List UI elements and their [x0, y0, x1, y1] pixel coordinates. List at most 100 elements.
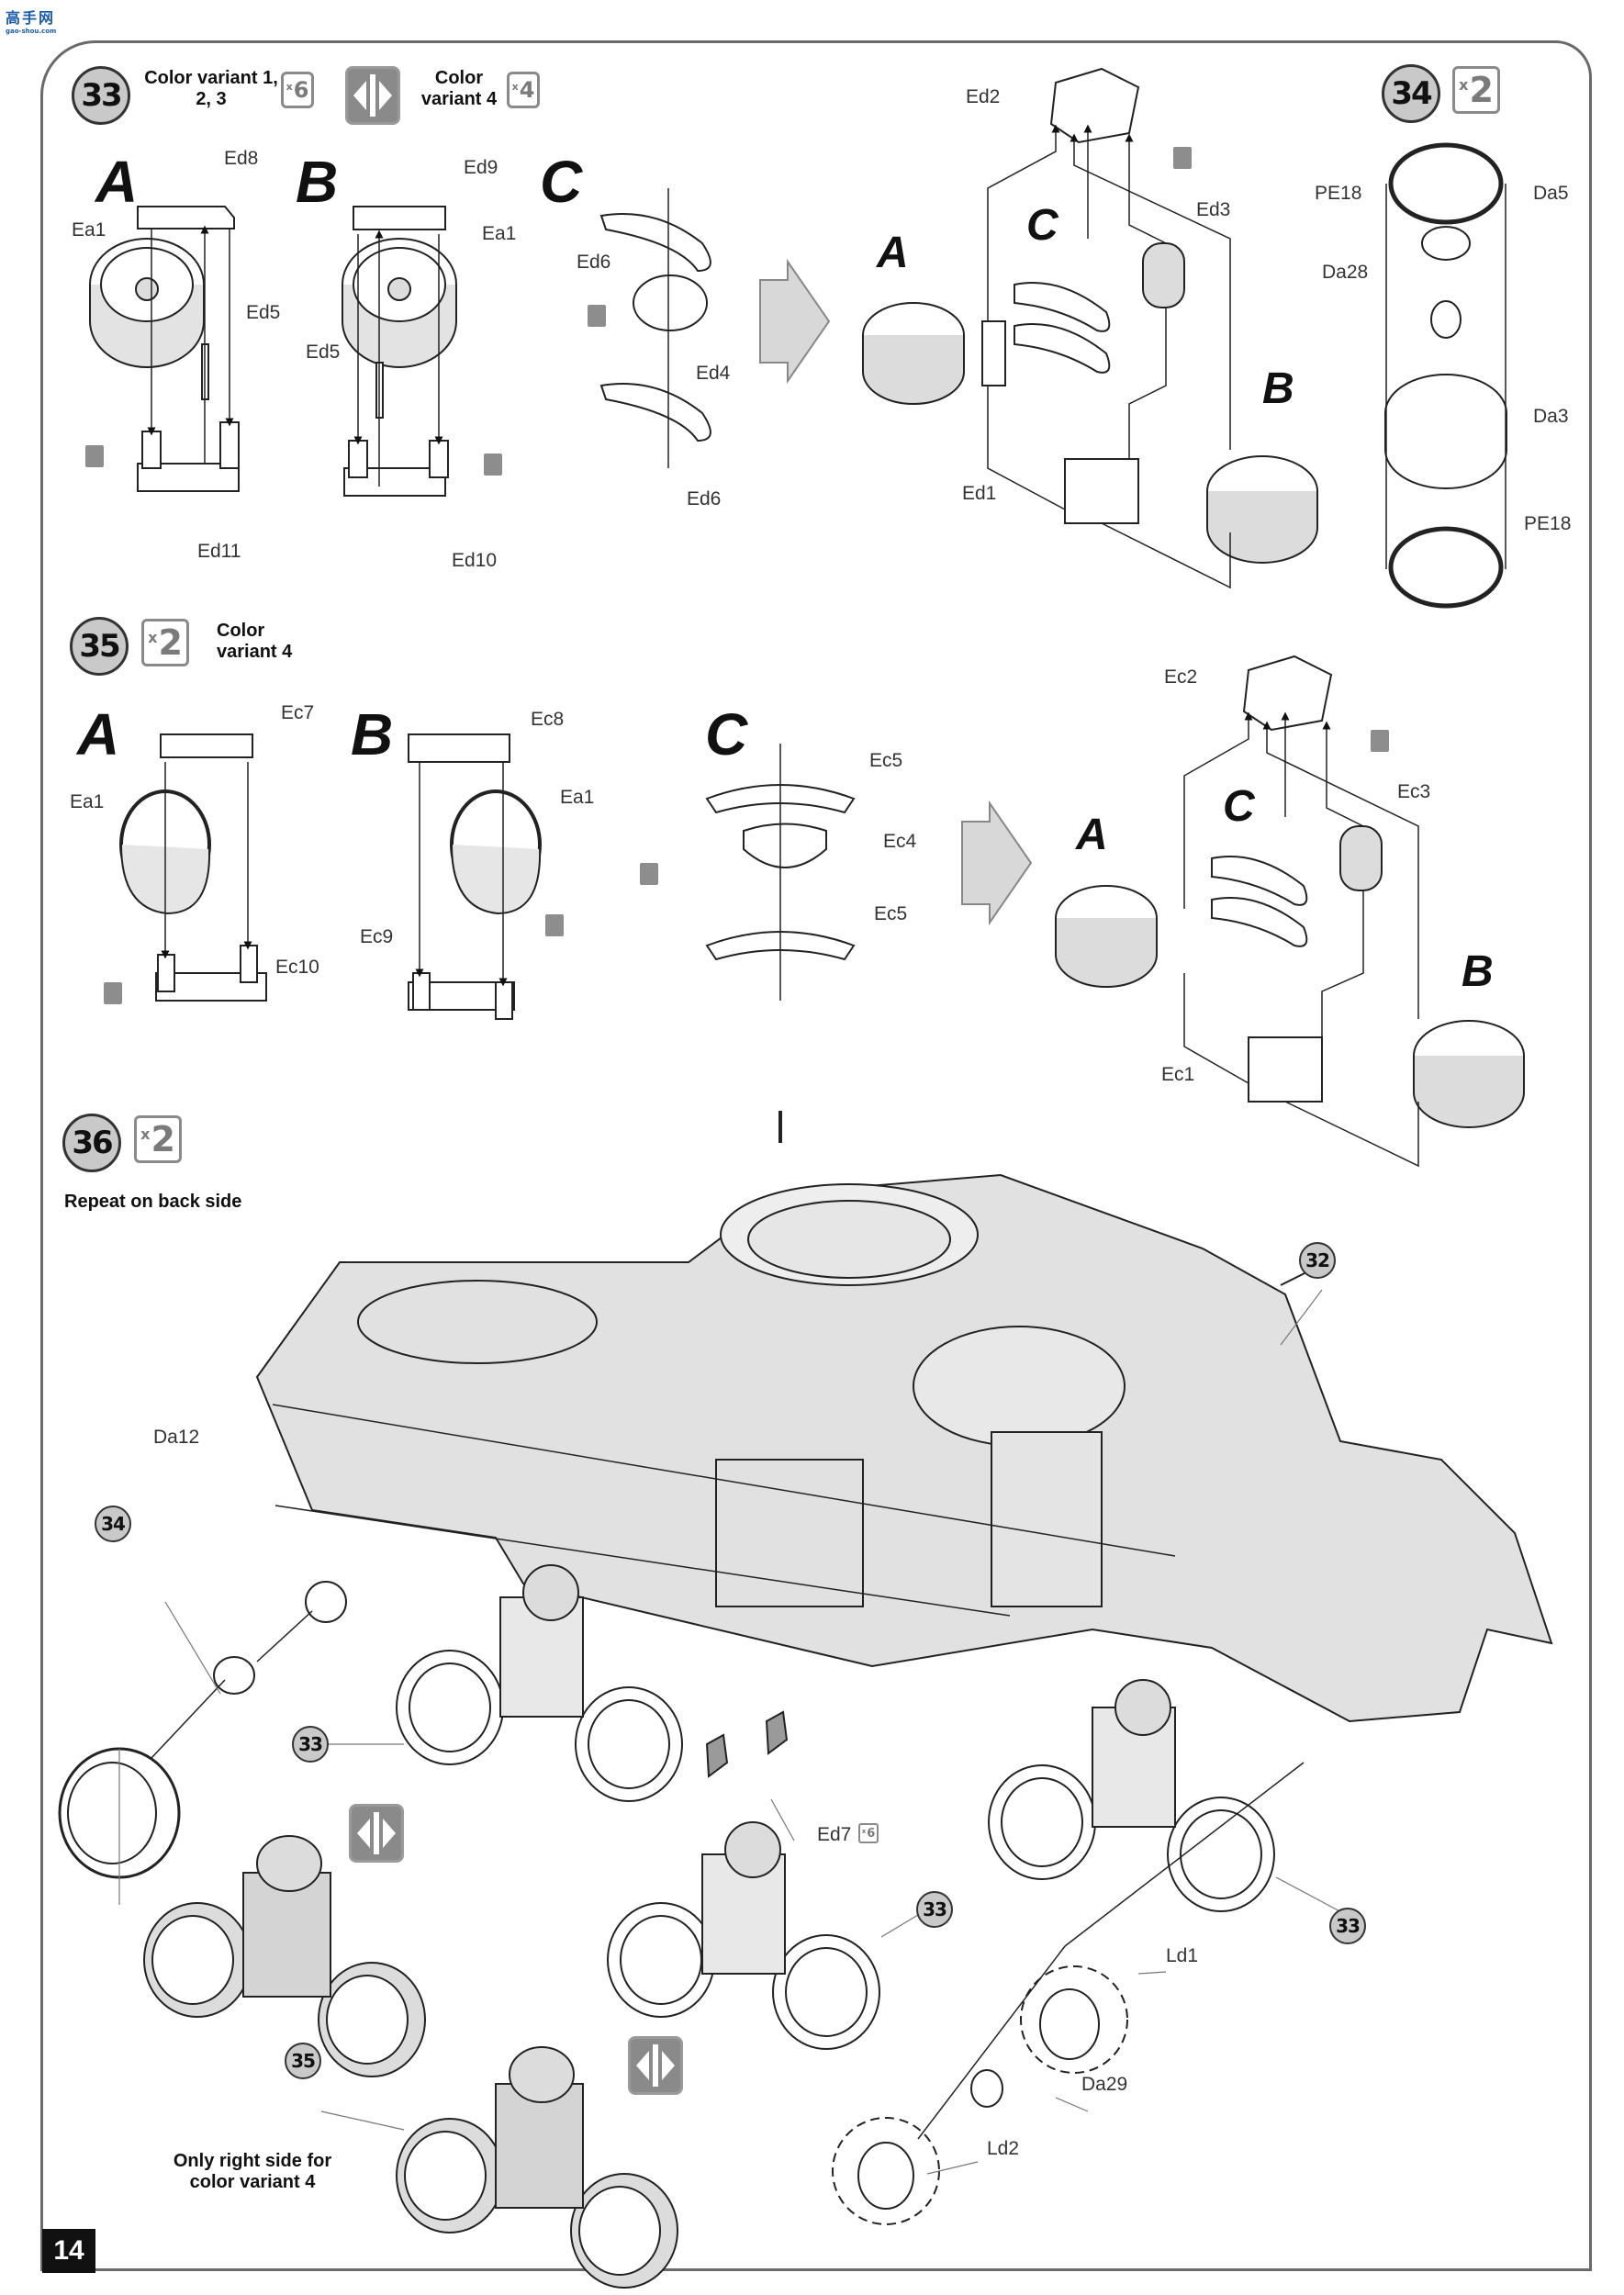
part-label: PE18 — [1315, 183, 1362, 204]
sprockets-drawing — [151, 1610, 1305, 2225]
mirror-assembly-icon — [628, 2036, 683, 2095]
qty-value: 2 — [151, 1119, 175, 1159]
sub-step-letter: B — [351, 701, 394, 767]
page-frame — [40, 40, 1592, 2271]
part-label: Ed9 — [464, 157, 498, 178]
part-label: Ld2 — [987, 2138, 1020, 2159]
part-label: Da5 — [1533, 183, 1569, 204]
glue-icon — [85, 445, 104, 467]
glue-icon — [545, 914, 564, 936]
part-label: Ed10 — [452, 550, 498, 571]
tank-hull-drawing — [255, 1111, 1553, 1723]
step-36-badge: 36 — [62, 1114, 121, 1172]
ed7-plates-drawing — [705, 1710, 789, 1778]
step35-assembly-drawing — [1055, 655, 1525, 1168]
step35-bogies-drawing — [143, 1835, 678, 2289]
assembly-letter: A — [1076, 811, 1108, 859]
sub-step-letter: B — [296, 149, 339, 215]
mirror-assembly-icon — [345, 66, 400, 125]
step33-a-drawing — [89, 206, 240, 492]
glue-icon — [484, 453, 502, 476]
assembly-letter: A — [877, 229, 909, 277]
part-label: Ed4 — [696, 363, 731, 384]
next-step-arrow-icon-2 — [961, 800, 1033, 926]
part-label: Da12 — [153, 1427, 200, 1448]
part-label: Ed5 — [306, 341, 341, 363]
part-label: Ea1 — [482, 223, 517, 244]
part-label: Ed7 — [817, 1824, 852, 1845]
step34-drawing — [1384, 142, 1507, 609]
part-label: Ec3 — [1397, 781, 1431, 802]
part-label: Ec8 — [531, 709, 565, 730]
step-33-variant-b-label: Color variant 4 — [420, 68, 498, 109]
assembly-letter: C — [1026, 201, 1058, 250]
qty-value: 6 — [867, 1826, 876, 1841]
part-label: Ea1 — [560, 787, 595, 808]
page-number: 14 — [42, 2229, 95, 2273]
step33-assembly-drawing — [862, 67, 1318, 589]
part-label: Ed6 — [577, 252, 611, 273]
step-35-badge: 35 — [70, 617, 129, 676]
part-label: Ec2 — [1164, 666, 1198, 688]
sub-step-letter: C — [540, 149, 583, 215]
step33-b-drawing — [342, 206, 457, 497]
watermark-logo: 高手网 gao-shou.com — [6, 6, 61, 37]
part-label: Ed11 — [197, 541, 241, 562]
part-label: Ed3 — [1196, 199, 1231, 220]
part-label: Da29 — [1081, 2074, 1128, 2095]
step-35-variant-label: Color variant 4 — [217, 621, 293, 662]
step35-b-drawing — [408, 733, 542, 1020]
qty-value: 4 — [519, 77, 535, 103]
watermark-subtitle: gao-shou.com — [6, 28, 57, 35]
qty-value: 2 — [158, 622, 183, 663]
glue-icon — [1173, 147, 1192, 169]
reference-badge-33: 33 — [916, 1891, 953, 1928]
part-label: Ec4 — [883, 831, 917, 852]
assembly-letter: B — [1262, 364, 1294, 413]
step33-c-drawing — [599, 188, 711, 468]
reference-badge-33: 33 — [292, 1726, 329, 1763]
part-label: Ea1 — [72, 219, 106, 241]
step-36-variant-note: Only right side for color variant 4 — [173, 2151, 332, 2192]
part-label: Ld1 — [1166, 1945, 1199, 1966]
part-label: Ec1 — [1161, 1064, 1195, 1085]
reference-badge-32: 32 — [1299, 1242, 1336, 1279]
step35-a-drawing — [119, 733, 267, 1002]
step35-c-drawing — [705, 744, 856, 1001]
part-label: Ea1 — [70, 791, 105, 812]
part-label: Ec5 — [869, 750, 903, 771]
step-33-badge: 33 — [72, 66, 130, 125]
next-step-arrow-icon — [759, 258, 831, 385]
glue-icon — [588, 305, 606, 327]
sub-step-letter: A — [95, 149, 139, 215]
glue-icon — [104, 982, 122, 1004]
qty-value: 6 — [293, 77, 309, 103]
reference-badge-35: 35 — [285, 2043, 321, 2079]
reference-badge-33: 33 — [1329, 1908, 1366, 1944]
assembly-letter: B — [1462, 947, 1494, 996]
qty-value: 2 — [1469, 70, 1494, 110]
part-label: Ec7 — [281, 702, 315, 723]
part-label: Ec9 — [360, 926, 394, 947]
reference-badge-34: 34 — [95, 1506, 131, 1542]
watermark-title: 高手网 — [6, 9, 56, 27]
step-34-badge: 34 — [1382, 64, 1440, 123]
part-label: Ed8 — [224, 148, 259, 169]
sub-step-letter: A — [77, 701, 120, 767]
glue-icon — [1371, 730, 1389, 752]
glue-icon — [640, 863, 658, 885]
part-label: Ed1 — [962, 483, 997, 504]
part-label: Da28 — [1322, 262, 1369, 283]
part-label: Ec10 — [275, 957, 319, 978]
part-label: Ed2 — [966, 86, 1001, 107]
sub-step-letter: C — [705, 701, 748, 767]
part-label: Ec5 — [874, 903, 908, 924]
step-36-instruction: Repeat on back side — [64, 1192, 242, 1212]
